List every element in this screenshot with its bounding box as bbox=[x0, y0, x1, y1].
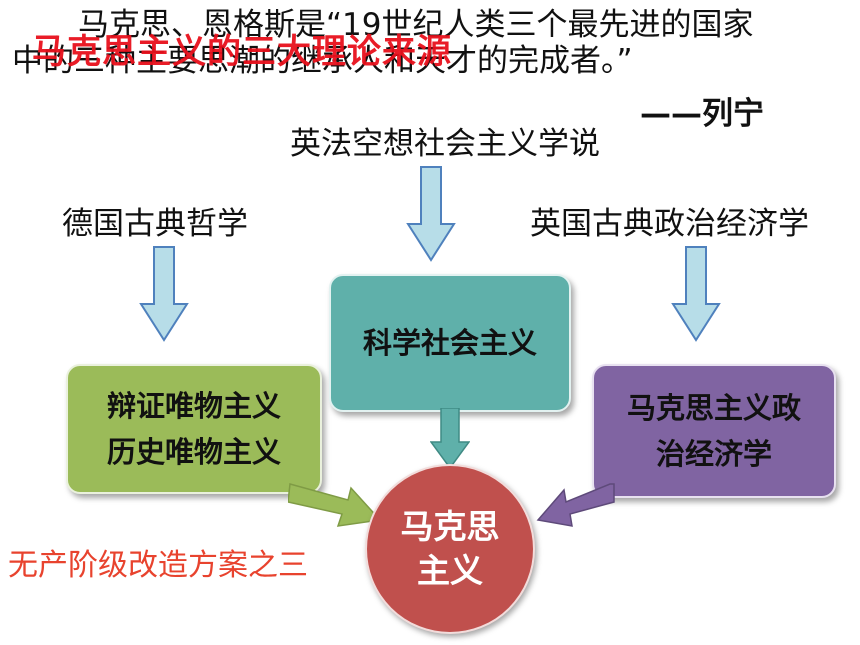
source-english-economics: 英国古典政治经济学 bbox=[530, 206, 809, 242]
quote-line-2: 中的三种主要思潮的继承人和天才的完成者。” bbox=[12, 43, 633, 79]
quote-attribution: ——列宁 bbox=[640, 96, 764, 132]
center-marxism-circle: 马克思 主义 bbox=[365, 464, 535, 634]
component-box-political-economy: 马克思主义政 治经济学 bbox=[592, 364, 836, 498]
center-line-1: 马克思 bbox=[400, 507, 500, 546]
caption-text: 无产阶级改造方案之三 bbox=[8, 548, 308, 583]
arrow-down-german bbox=[139, 246, 189, 342]
component-box-philosophy: 辩证唯物主义 历史唯物主义 bbox=[66, 364, 322, 494]
center-line-2: 主义 bbox=[417, 551, 483, 590]
slide-title: 马克思主义的三大理论来源 bbox=[32, 32, 452, 72]
source-german-philosophy: 德国古典哲学 bbox=[62, 206, 248, 242]
socialism-label: 科学社会主义 bbox=[362, 326, 537, 360]
quote-line-1: 马克思、恩格斯是“19世纪人类三个最先进的国家 bbox=[78, 7, 754, 43]
philosophy-line-1: 辩证唯物主义 bbox=[106, 389, 281, 423]
arrow-down-utopian bbox=[406, 166, 456, 262]
component-box-scientific-socialism: 科学社会主义 bbox=[329, 274, 571, 412]
economics-line-1: 马克思主义政 bbox=[626, 391, 801, 425]
philosophy-line-2: 历史唯物主义 bbox=[106, 435, 281, 469]
arrow-down-english bbox=[671, 246, 721, 342]
source-utopian-socialism: 英法空想社会主义学说 bbox=[290, 126, 600, 162]
arrow-converge-left bbox=[288, 483, 382, 527]
arrow-converge-center bbox=[430, 408, 470, 470]
economics-line-2: 治经济学 bbox=[655, 437, 772, 471]
arrow-converge-right bbox=[536, 483, 615, 527]
